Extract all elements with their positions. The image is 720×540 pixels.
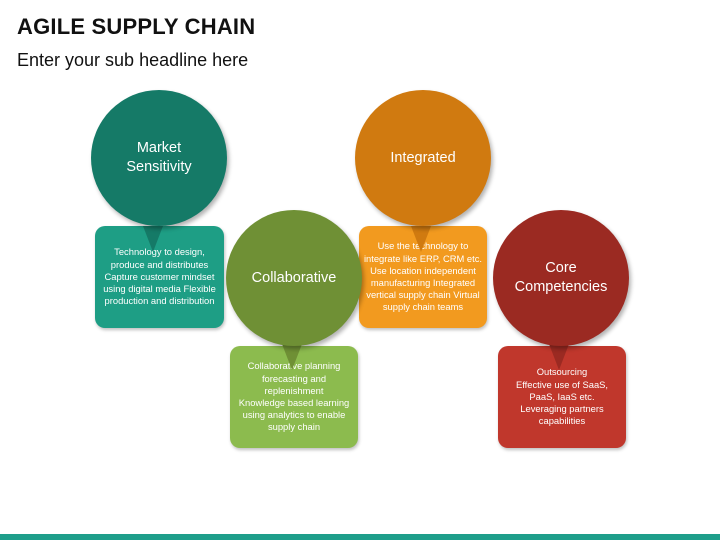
collaborative-title: Collaborative [251, 269, 337, 286]
collaborative-description: Collaborative planning forecasting and r… [238, 360, 350, 433]
collaborative-circle: Collaborative [226, 210, 362, 346]
page-subtitle: Enter your sub headline here [17, 50, 249, 70]
market-sensitivity-title: Market Sensitivity [126, 140, 192, 175]
page-title: AGILE SUPPLY CHAIN [17, 14, 256, 39]
market-sensitivity-circle: Market Sensitivity [91, 90, 227, 226]
integrated-circle: Integrated [355, 90, 491, 226]
core-competencies-title: Core Competencies [514, 260, 608, 295]
core-competencies-circle: Core Competencies [493, 210, 629, 346]
collaborative-box: Collaborative planning forecasting and r… [230, 346, 358, 448]
integrated-title: Integrated [390, 149, 456, 166]
core-competencies-pointer [549, 344, 569, 370]
core-competencies-description: Outsourcing Effective use of SaaS, PaaS,… [515, 366, 609, 427]
bottom-accent-bar [0, 534, 720, 540]
integrated-pointer [411, 226, 431, 252]
integrated-box: Use the technology to integrate like ERP… [359, 226, 487, 328]
market-sensitivity-description: Technology to design, produce and distri… [103, 246, 216, 307]
collaborative-pointer [282, 344, 302, 370]
integrated-description: Use the technology to integrate like ERP… [363, 240, 483, 313]
market-sensitivity-pointer [143, 226, 163, 252]
